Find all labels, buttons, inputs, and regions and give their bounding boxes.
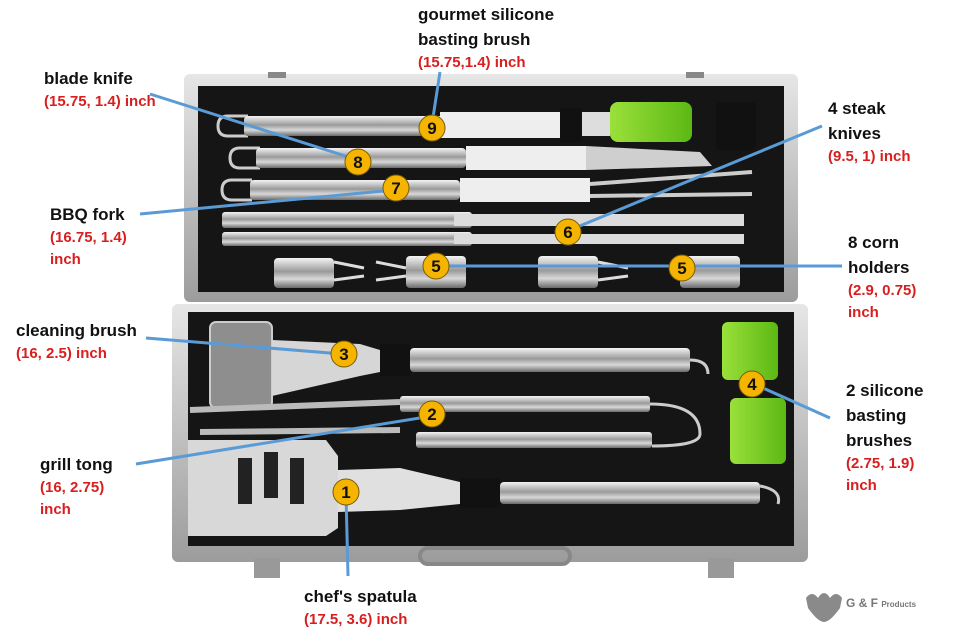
label-dimension: (15.75, 1.4) inch bbox=[44, 93, 156, 110]
callout-line-4 bbox=[753, 382, 831, 420]
svg-text:9: 9 bbox=[427, 119, 436, 138]
label-grill-tong: grill tong (16, 2.75) inch bbox=[40, 452, 113, 521]
brand-logo-text: G & F Products bbox=[846, 596, 916, 610]
label-dimension: (2.9, 0.75) bbox=[848, 282, 917, 299]
svg-text:1: 1 bbox=[341, 483, 350, 502]
grill-tong-tool bbox=[189, 396, 702, 448]
label-name: basting brush bbox=[418, 30, 531, 49]
svg-text:5: 5 bbox=[431, 257, 440, 276]
label-name: chef's spatula bbox=[304, 587, 417, 606]
label-dimension: (2.75, 1.9) bbox=[846, 455, 915, 472]
label-name: gourmet silicone bbox=[418, 5, 555, 24]
label-name: 4 steak bbox=[828, 99, 886, 118]
callout-line-6 bbox=[569, 124, 823, 232]
label-dimension: (16, 2.5) inch bbox=[16, 345, 107, 362]
badge-4: 4 bbox=[738, 370, 766, 398]
badge-3: 3 bbox=[330, 340, 358, 368]
label-bbq-fork: BBQ fork (16.75, 1.4) inch bbox=[50, 202, 127, 271]
label-name: knives bbox=[828, 124, 881, 143]
svg-text:3: 3 bbox=[339, 345, 348, 364]
label-blade-knife: blade knife (15.75, 1.4) inch bbox=[44, 66, 156, 113]
badge-1: 1 bbox=[332, 478, 360, 506]
label-silicone-brushes: 2 silicone basting brushes (2.75, 1.9) i… bbox=[846, 378, 923, 497]
callout-line-7 bbox=[139, 188, 395, 216]
label-corn-holders: 8 corn holders (2.9, 0.75) inch bbox=[848, 230, 916, 324]
label-name: grill tong bbox=[40, 455, 113, 474]
label-name: 2 silicone bbox=[846, 381, 924, 400]
callout-line-1 bbox=[344, 493, 350, 577]
svg-text:5: 5 bbox=[677, 259, 686, 278]
badge-2: 2 bbox=[418, 400, 446, 428]
label-basting-brush: gourmet silicone basting brush (15.75,1.… bbox=[418, 2, 554, 74]
label-steak-knives: 4 steak knives (9.5, 1) inch bbox=[828, 96, 911, 168]
silicone-brushes-tool bbox=[722, 322, 786, 464]
brand-name: G & F bbox=[846, 596, 878, 610]
label-dimension: (17.5, 3.6) inch bbox=[304, 611, 408, 628]
svg-text:6: 6 bbox=[563, 223, 572, 242]
label-dimension: inch bbox=[40, 501, 71, 518]
label-name: basting bbox=[846, 406, 907, 425]
steak-knives-tool bbox=[222, 212, 744, 246]
svg-text:2: 2 bbox=[427, 405, 436, 424]
chefs-spatula-tool bbox=[188, 440, 781, 536]
label-dimension: (16.75, 1.4) bbox=[50, 229, 127, 246]
badge-9: 9 bbox=[418, 114, 446, 142]
label-name: 8 corn bbox=[848, 233, 900, 252]
svg-text:7: 7 bbox=[391, 179, 400, 198]
label-dimension: (16, 2.75) bbox=[40, 479, 105, 496]
brand-subtext: Products bbox=[881, 600, 917, 609]
label-dimension: (9.5, 1) inch bbox=[828, 148, 911, 165]
label-name: BBQ fork bbox=[50, 205, 125, 224]
label-dimension: (15.75,1.4) inch bbox=[418, 54, 526, 71]
label-dimension: inch bbox=[848, 304, 879, 321]
callout-line-2 bbox=[135, 414, 433, 466]
label-chefs-spatula: chef's spatula (17.5, 3.6) inch bbox=[304, 584, 417, 631]
label-cleaning-brush: cleaning brush (16, 2.5) inch bbox=[16, 318, 137, 365]
badge-7: 7 bbox=[382, 174, 410, 202]
label-name: brushes bbox=[846, 431, 913, 450]
basting-brush-tool bbox=[216, 102, 756, 150]
callout-line-8 bbox=[149, 92, 359, 162]
label-name: blade knife bbox=[44, 69, 133, 88]
badge-6: 6 bbox=[554, 218, 582, 246]
svg-text:4: 4 bbox=[747, 375, 757, 394]
label-name: holders bbox=[848, 258, 910, 277]
svg-text:8: 8 bbox=[353, 153, 362, 172]
badge-5-left: 5 bbox=[422, 252, 450, 280]
label-name: cleaning brush bbox=[16, 321, 137, 340]
badge-8: 8 bbox=[344, 148, 372, 176]
blade-knife-tool bbox=[228, 146, 712, 170]
brand-logo bbox=[806, 593, 842, 622]
badge-5-right: 5 bbox=[668, 254, 696, 282]
label-dimension: inch bbox=[50, 251, 81, 268]
callout-line-3 bbox=[145, 336, 343, 356]
label-dimension: inch bbox=[846, 477, 877, 494]
bull-head-icon bbox=[806, 593, 842, 622]
